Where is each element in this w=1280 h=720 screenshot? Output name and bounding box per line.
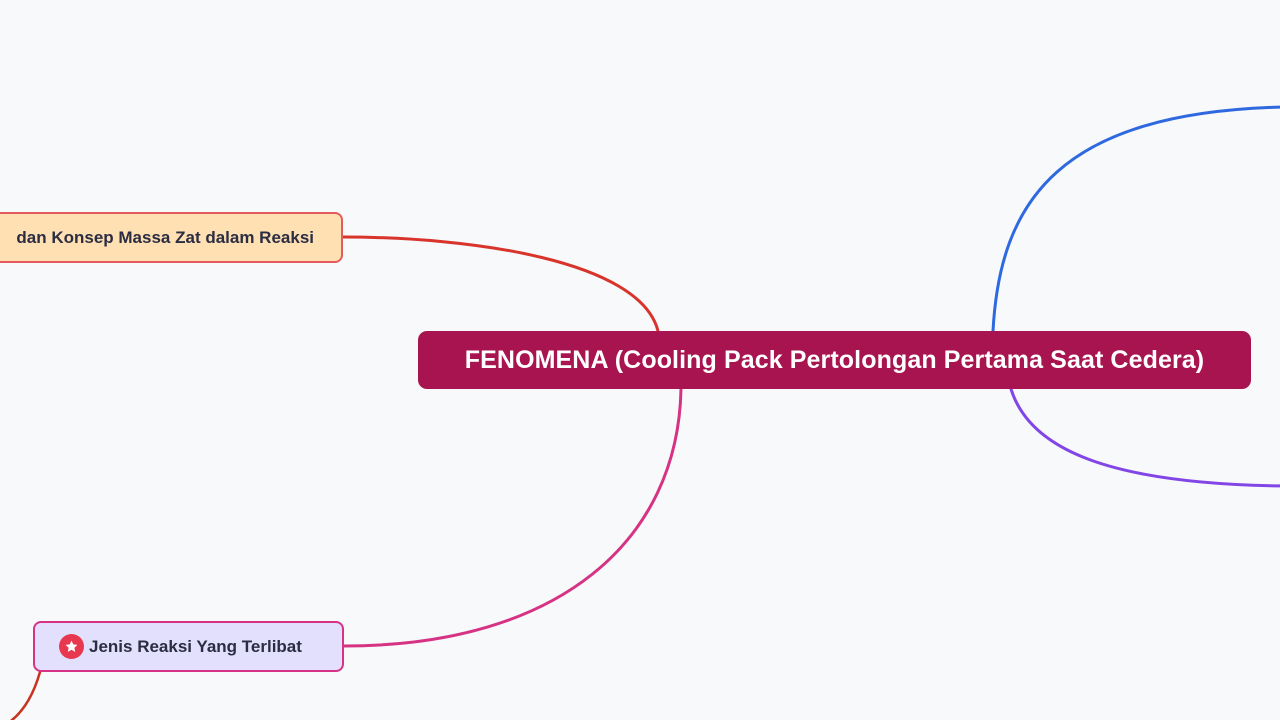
topic-label: dan Konsep Massa Zat dalam Reaksi [16, 227, 314, 247]
topic-node-jenis-reaksi[interactable]: Jenis Reaksi Yang Terlibat [33, 621, 344, 672]
branch-connector-subtopic [10, 670, 42, 720]
branch-connector-lower-right [1009, 387, 1280, 488]
branch-connector-topic-1 [341, 235, 660, 333]
branch-connector-topic-2 [342, 387, 683, 648]
central-topic-label: FENOMENA (Cooling Pack Pertolongan Perta… [464, 345, 1205, 374]
topic-node-massa-zat[interactable]: dan Konsep Massa Zat dalam Reaksi [0, 212, 343, 263]
star-icon [59, 634, 84, 659]
branch-connector-upper-right [991, 105, 1280, 333]
topic-label: Jenis Reaksi Yang Terlibat [89, 636, 302, 656]
central-topic-node[interactable]: FENOMENA (Cooling Pack Pertolongan Perta… [418, 331, 1251, 389]
